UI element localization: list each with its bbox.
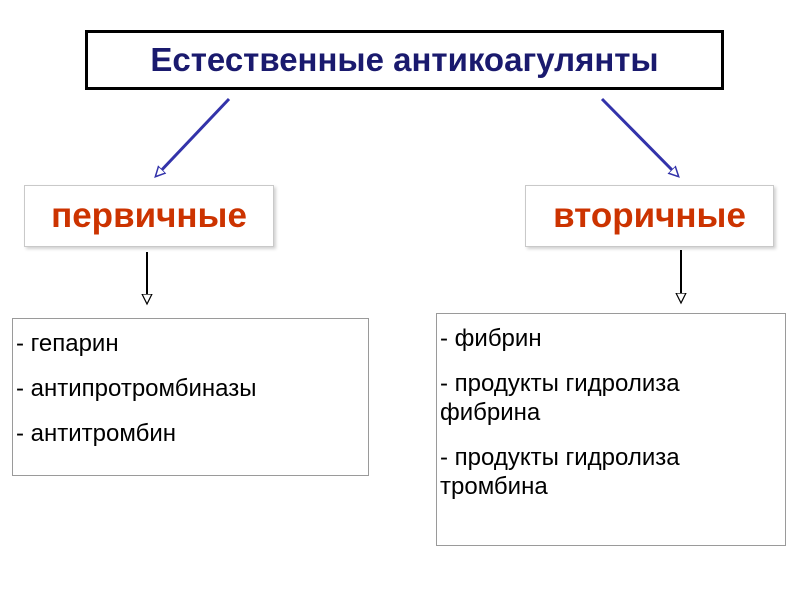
list-item: - продукты гидролиза тромбина: [440, 444, 680, 500]
list-item: - продукты гидролиза фибрина: [440, 370, 680, 426]
list-item: - гепарин: [16, 330, 119, 357]
primary-list: - гепарин - антипротромбиназы - антитром…: [12, 318, 369, 476]
diagram-title: Естественные антикоагулянты: [85, 30, 724, 90]
list-item: - антипротромбиназы: [16, 375, 257, 402]
category-secondary: вторичные: [525, 185, 774, 247]
list-item: - фибрин: [440, 325, 542, 352]
arrow-title-to-primary: [156, 97, 231, 176]
category-primary: первичные: [24, 185, 274, 247]
arrow-title-to-secondary: [600, 97, 678, 176]
list-item: - антитромбин: [16, 420, 176, 447]
secondary-list: - фибрин - продукты гидролиза фибрина - …: [436, 313, 786, 546]
